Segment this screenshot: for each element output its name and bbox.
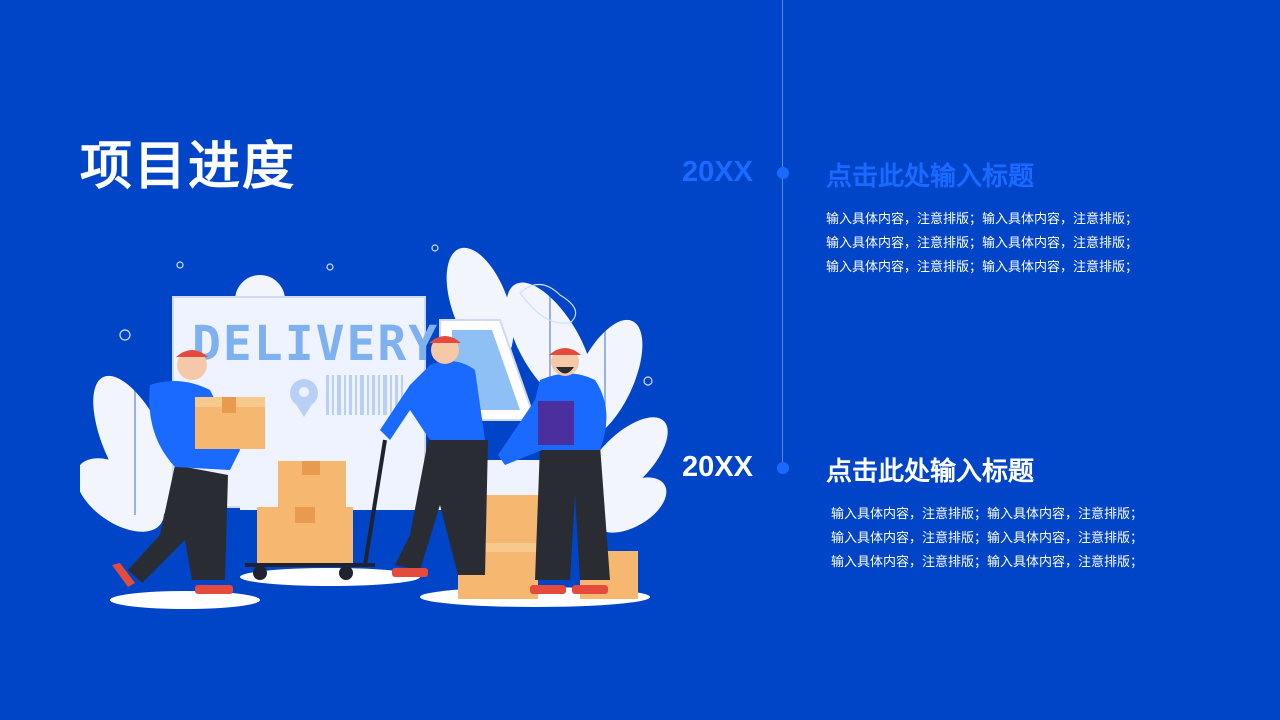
sparkle-icon [119, 244, 653, 386]
timeline-year-1: 20XX [682, 156, 753, 188]
delivery-worker [498, 348, 610, 594]
timeline-heading-2[interactable]: 点击此处输入标题 [826, 457, 1035, 487]
timeline-heading-1[interactable]: 点击此处输入标题 [826, 162, 1035, 192]
package-box-icon [257, 461, 638, 599]
body-line: 输入具体内容，注意排版；输入具体内容，注意排版； [826, 212, 1139, 227]
timeline-line [782, 0, 783, 468]
timeline-body-2: 输入具体内容，注意排版；输入具体内容，注意排版； 输入具体内容，注意排版；输入具… [831, 503, 1143, 575]
timeline-dot-2 [777, 462, 789, 474]
body-line: 输入具体内容，注意排版；输入具体内容，注意排版； [831, 531, 1144, 546]
delivery-worker [380, 336, 488, 577]
location-pin-icon [290, 379, 318, 417]
timeline-dot-1 [777, 167, 789, 179]
timeline-year-2: 20XX [682, 451, 753, 483]
barcode-icon [326, 375, 403, 415]
page-title: 项目进度 [80, 137, 297, 197]
body-line: 输入具体内容，注意排版；输入具体内容，注意排版； [831, 507, 1144, 522]
hand-trolley-icon [245, 439, 387, 567]
delivery-illustration: DELIVERY [80, 244, 668, 609]
timeline-body-1: 输入具体内容，注意排版；输入具体内容，注意排版； 输入具体内容，注意排版；输入具… [826, 208, 1138, 280]
body-line: 输入具体内容，注意排版；输入具体内容，注意排版； [831, 555, 1144, 570]
delivery-banner-text: DELIVERY [192, 316, 439, 372]
clipboard-icon [538, 401, 574, 445]
body-line: 输入具体内容，注意排版；输入具体内容，注意排版； [826, 236, 1139, 251]
body-line: 输入具体内容，注意排版；输入具体内容，注意排版； [826, 260, 1139, 275]
delivery-worker [112, 350, 265, 594]
